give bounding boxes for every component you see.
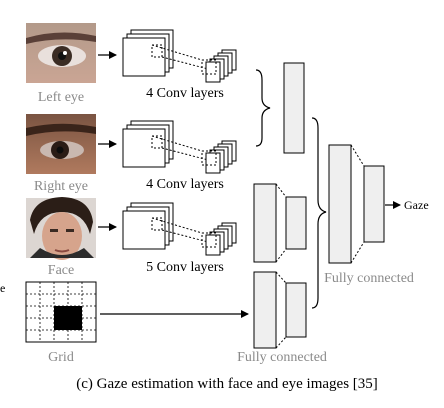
conv-stack-right-eye [122, 120, 237, 174]
conv-label-face: 5 Conv layers [146, 260, 224, 275]
right-eye-image [26, 114, 96, 174]
face-grid [25, 281, 97, 343]
conv-label-left-eye: 4 Conv layers [146, 86, 224, 101]
grid-label: Grid [48, 350, 74, 365]
output-label: Gaze [404, 198, 429, 212]
grid-face-cell [54, 306, 82, 330]
right-eye-label: Right eye [34, 179, 88, 194]
all-merge-brace [311, 117, 327, 309]
conv-label-right-eye: 4 Conv layers [146, 177, 224, 192]
left-eye-image [26, 23, 96, 83]
conv-stack-left-eye [122, 29, 237, 83]
fc-grid-block [253, 271, 307, 349]
fc-eyes-bar [283, 62, 305, 154]
fc-label-upper: Fully connected [324, 271, 414, 286]
cropped-edge-text: e [0, 281, 5, 295]
conv-stack-face [122, 202, 237, 256]
left-eye-label: Left eye [38, 90, 84, 105]
face-label: Face [48, 263, 74, 278]
figure-caption: (c) Gaze estimation with face and eye im… [76, 376, 378, 392]
fc-final-block [328, 144, 385, 264]
fc-label-lower: Fully connected [237, 350, 327, 365]
face-image [26, 197, 96, 260]
fc-face-block [253, 183, 307, 263]
eye-merge-brace [255, 69, 271, 147]
